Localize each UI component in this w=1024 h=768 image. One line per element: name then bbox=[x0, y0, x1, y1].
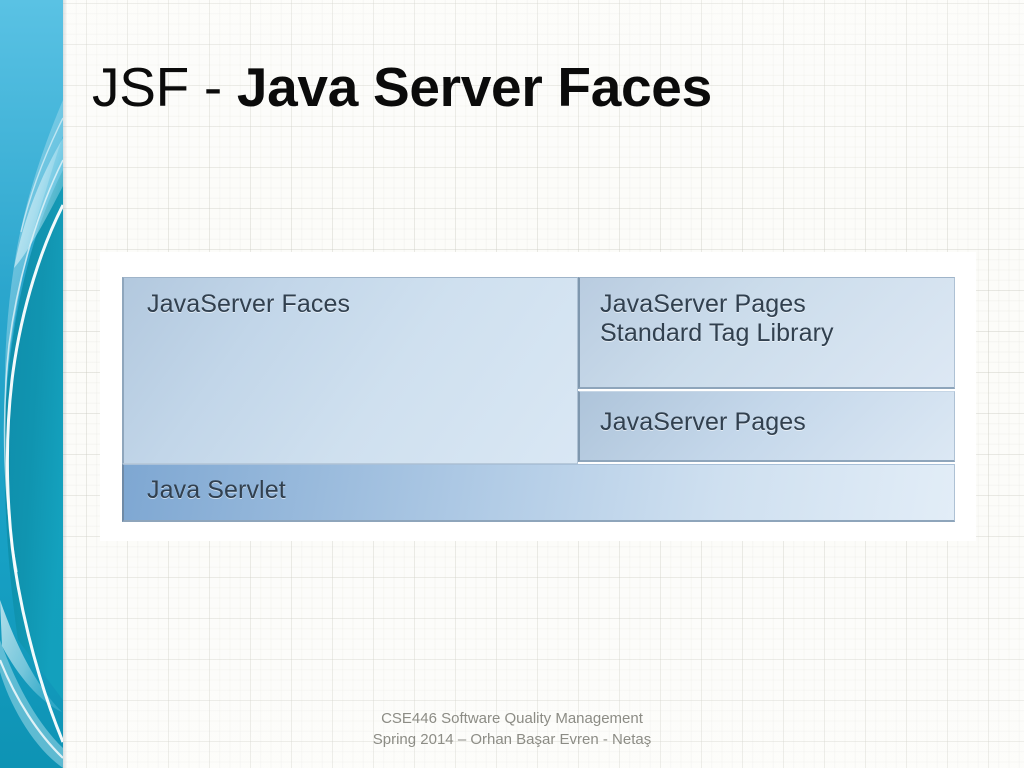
diagram-box-label: Java Servlet bbox=[147, 476, 286, 504]
diagram-box-label: JavaServer Pages bbox=[600, 408, 806, 436]
sidebar-decoration bbox=[0, 0, 63, 768]
diagram-plate: JavaServer Faces JavaServer Pages Standa… bbox=[100, 252, 976, 541]
page-title-lead: JSF - bbox=[92, 56, 237, 118]
footer-course-line: CSE446 Software Quality Management bbox=[381, 710, 643, 727]
page-title: JSF - Java Server Faces bbox=[92, 58, 952, 116]
diagram-box-jstl: JavaServer Pages Standard Tag Library bbox=[578, 277, 955, 389]
footer-term-author-line: Spring 2014 – Orhan Başar Evren - Netaş bbox=[372, 731, 652, 749]
sidebar-swoosh-graphic bbox=[0, 0, 63, 768]
diagram-box-javaserver-pages: JavaServer Pages bbox=[578, 391, 955, 462]
slide-footer: CSE446 Software Quality Management Sprin… bbox=[0, 708, 1024, 751]
jsf-layer-stack-diagram: JavaServer Faces JavaServer Pages Standa… bbox=[122, 277, 955, 522]
diagram-box-javaserver-faces: JavaServer Faces bbox=[122, 277, 578, 464]
diagram-box-label: JavaServer Faces bbox=[147, 290, 351, 318]
diagram-box-label: JavaServer Pages Standard Tag Library bbox=[600, 290, 834, 347]
sidebar-edge-shadow bbox=[63, 0, 67, 768]
page-title-emphasis: Java Server Faces bbox=[236, 56, 712, 118]
diagram-box-java-servlet: Java Servlet bbox=[122, 464, 955, 522]
